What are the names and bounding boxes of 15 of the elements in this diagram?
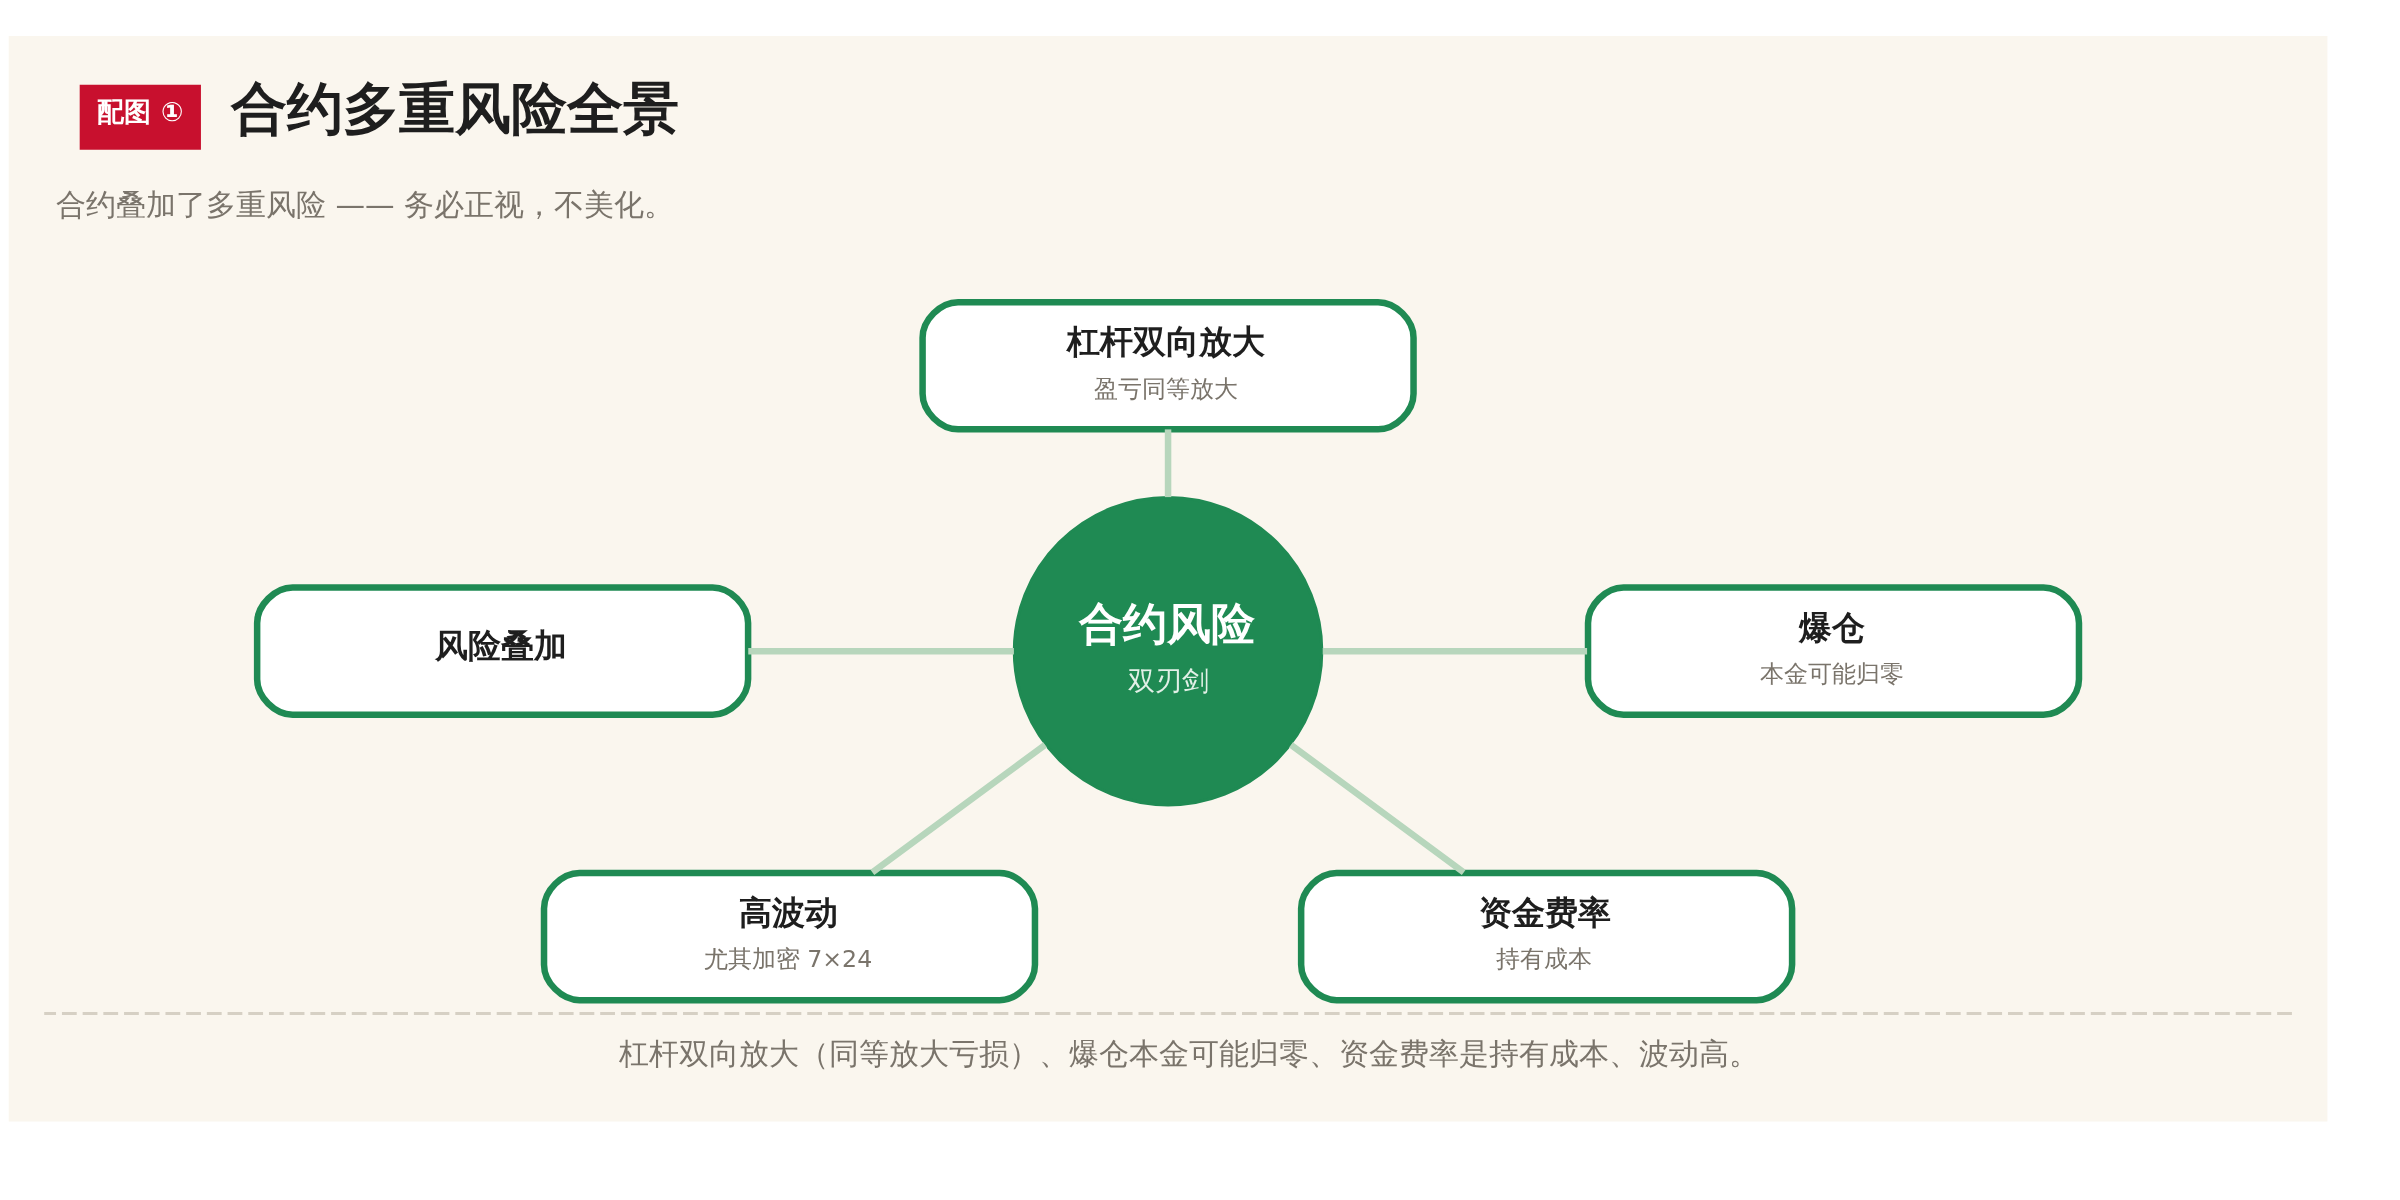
connector [870, 742, 1048, 876]
node-box: 高波动 尤其加密 7×24 [540, 869, 1039, 1004]
node-box: 杠杆双向放大 盈亏同等放大 [919, 298, 1417, 433]
node-box: 资金费率 持有成本 [1297, 869, 1796, 1004]
connector [1289, 742, 1466, 876]
node-box: 风险叠加 [253, 584, 752, 718]
label: 配图 ① [97, 95, 184, 127]
label: 合约叠加了多重风险 —— 务必正视，不美化。 [56, 187, 674, 222]
node-box: 爆仓 本金可能归零 [1584, 584, 2083, 718]
diagram-title: 合约多重风险全景 [230, 76, 679, 142]
node-circle: 合约风险 双刃剑 [1012, 495, 1324, 807]
connector [748, 647, 1014, 655]
connector [1164, 429, 1172, 498]
caption: 杠杆双向放大（同等放大亏损）、爆仓本金可能归零、资金费率是持有成本、波动高。 [619, 1036, 1760, 1071]
connector [1322, 647, 1588, 655]
